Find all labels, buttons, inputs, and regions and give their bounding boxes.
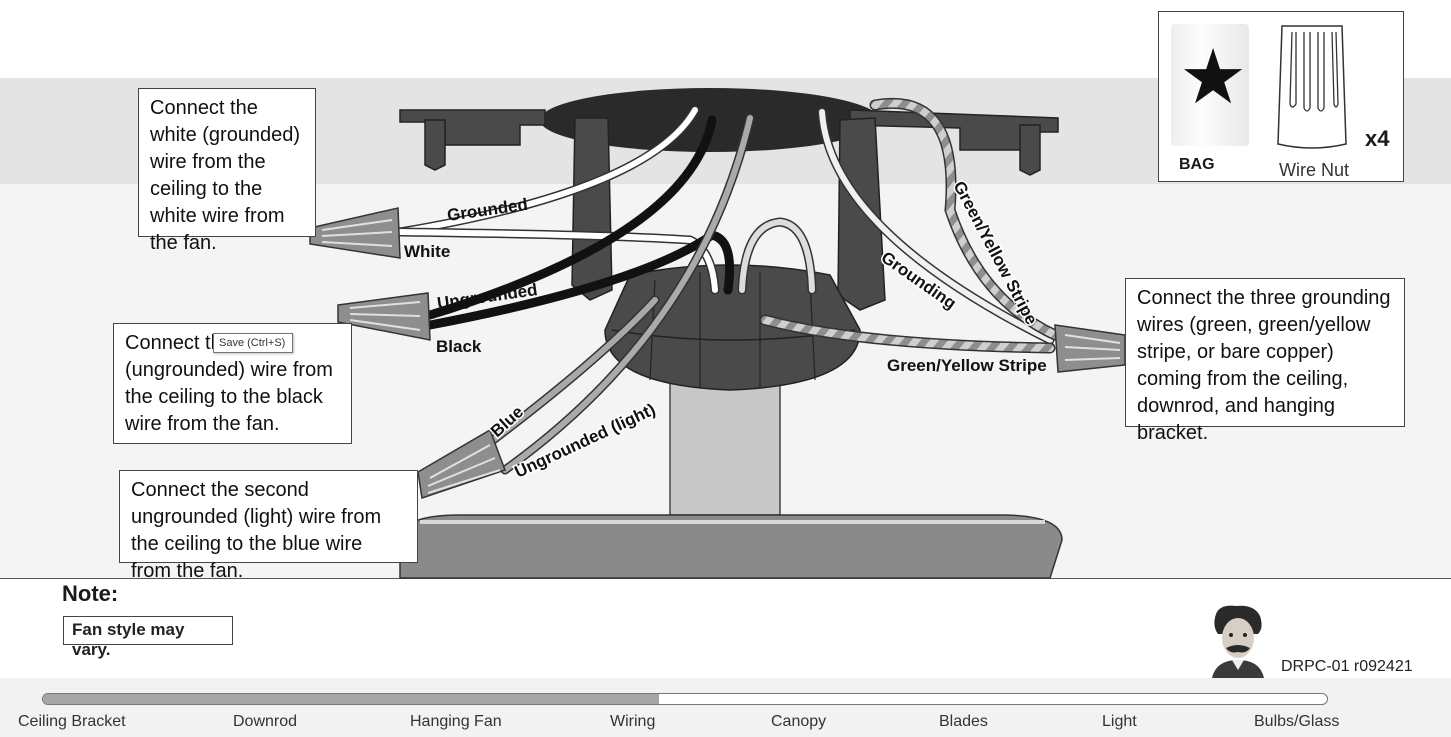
step-hanging-fan[interactable]: Hanging Fan [410,713,502,730]
step-bulbs-glass[interactable]: Bulbs/Glass [1254,713,1340,730]
note-text: Fan style may vary. [63,616,233,659]
wire-nut-blue [417,428,506,499]
downrod [669,379,781,516]
bag-label: BAG [1179,156,1215,173]
callout-blue-wire: Connect the second ungrounded (light) wi… [119,470,418,582]
step-ceiling-bracket[interactable]: Ceiling Bracket [18,713,126,730]
step-light[interactable]: Light [1102,713,1137,730]
footer [0,678,1451,737]
wire-nut-ground [1054,324,1126,373]
label-grounded: Grounded [446,195,529,225]
wire-nut-icon [1277,25,1347,149]
save-tooltip: Save (Ctrl+S) [213,333,293,353]
avatar [1212,605,1264,678]
callout-black-wire: Connect the black (ungrounded) wire from… [113,323,352,444]
hanging-bracket-left [399,109,613,301]
label-white: White [404,242,450,261]
wires [395,97,1061,475]
step-wiring[interactable]: Wiring [610,713,656,730]
quantity-label: x4 [1365,126,1390,151]
note-title: Note: [62,581,119,606]
hanging-bracket-right [837,109,1059,311]
wiring-diagram: Grounded White Ungrounded Black Blue Ung… [309,88,1126,579]
callout-white-wire: Connect the white (grounded) wire from t… [138,88,316,254]
progress-fill [43,694,660,704]
progress-bar [42,693,1328,705]
label-black: Black [436,337,482,356]
wire-nut-label: Wire Nut [1279,160,1350,180]
star-icon: ★ [1179,35,1248,120]
step-downrod[interactable]: Downrod [233,713,298,730]
callout-grounding-wires: Connect the three grounding wires (green… [1125,278,1405,444]
wire-nut-white [309,207,401,259]
step-blades[interactable]: Blades [939,713,988,730]
step-canopy[interactable]: Canopy [771,713,827,730]
document-id: DRPC-01 r092421 [1281,658,1413,675]
fan-housing [399,514,1063,579]
bag: ★ [1171,24,1249,146]
parts-box: ★ BAG Wire Nut x4 [1158,11,1404,182]
label-gy-stripe-bottom: Green/Yellow Stripe [887,356,1047,375]
wire-nut-black [337,292,431,341]
